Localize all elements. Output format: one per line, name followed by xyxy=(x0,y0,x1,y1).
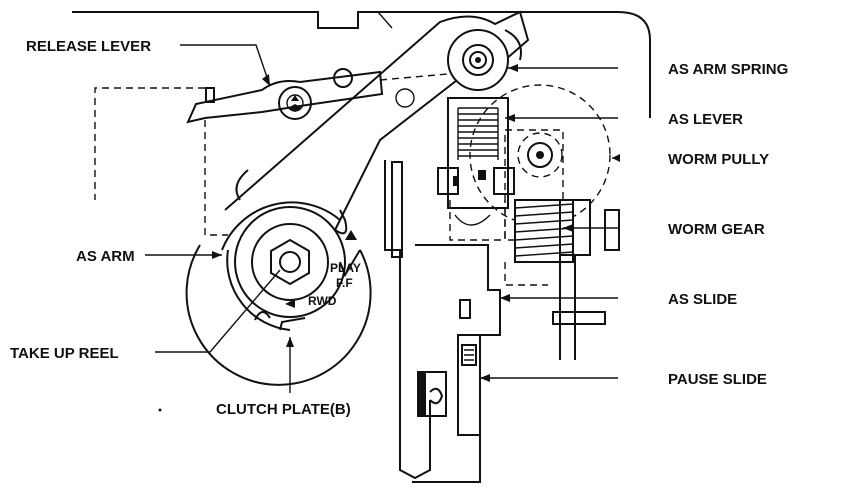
chassis-outline xyxy=(72,11,651,118)
dashed-outline-left xyxy=(94,87,228,236)
as-lever xyxy=(437,97,515,241)
label-rwd: RWD xyxy=(308,294,337,308)
release-lever xyxy=(186,68,415,124)
label-take-up-reel: TAKE UP REEL xyxy=(10,345,119,362)
label-worm-pully: WORM PULLY xyxy=(668,151,769,168)
label-as-slide: AS SLIDE xyxy=(668,291,737,308)
label-pause-slide: PAUSE SLIDE xyxy=(668,371,767,388)
label-clutch-plate-b: CLUTCH PLATE(B) xyxy=(216,401,351,418)
label-as-arm: AS ARM xyxy=(76,248,135,265)
label-worm-gear: WORM GEAR xyxy=(668,221,765,238)
label-release-lever: RELEASE LEVER xyxy=(26,38,151,55)
worm-gear xyxy=(504,199,620,360)
pause-slide xyxy=(391,161,481,436)
leader-arrowheads xyxy=(212,64,620,382)
as-arm-spring-roller xyxy=(447,29,522,91)
label-play: PLAY xyxy=(330,261,361,275)
label-as-arm-spring: AS ARM SPRING xyxy=(668,61,788,78)
clutch-plate-b xyxy=(185,201,372,386)
take-up-reel xyxy=(234,206,357,318)
label-as-lever: AS LEVER xyxy=(668,111,743,128)
label-ff: F.F xyxy=(336,276,353,290)
